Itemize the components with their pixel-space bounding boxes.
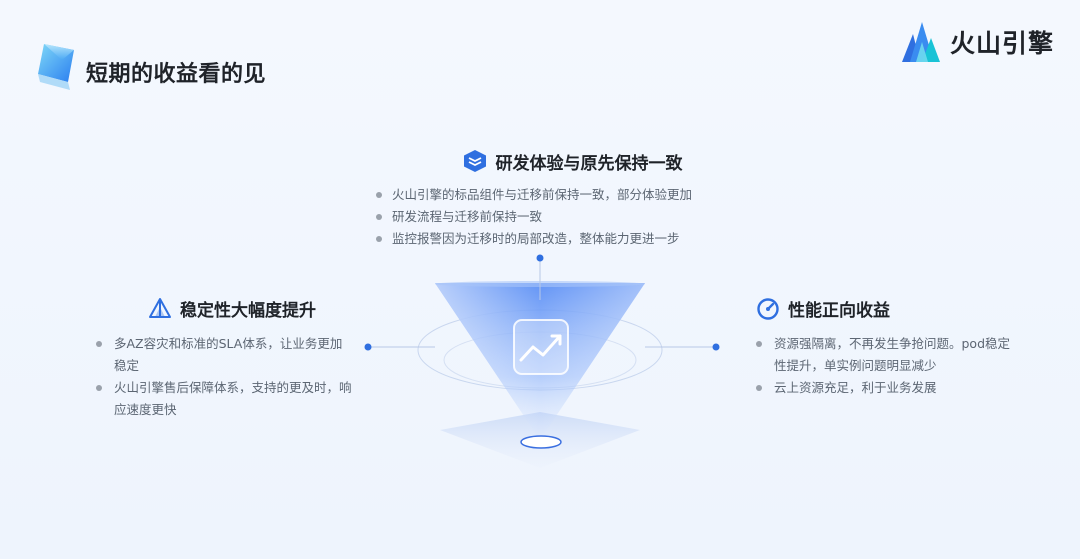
section-header: 稳定性大幅度提升 (112, 296, 352, 321)
crystal-icon (38, 44, 74, 90)
bullet-list: 火山引擎的标品组件与迁移前保持一致，部分体验更加 研发流程与迁移前保持一致 监控… (372, 184, 732, 250)
orbit-ring-outer (417, 309, 663, 391)
funnel-cone-shine (435, 283, 645, 440)
page-title: 短期的收益看的见 (86, 62, 267, 87)
list-item: 资源强隔离，不再发生争抢问题。pod稳定性提升，单实例问题明显减少 (752, 333, 1022, 377)
volcano-logo-icon (901, 22, 940, 62)
list-item: 监控报警因为迁移时的局部改造，整体能力更进一步 (372, 228, 732, 250)
funnel-base (440, 412, 640, 468)
speedometer-icon (757, 297, 779, 320)
pyramid-icon (149, 297, 171, 318)
section-performance: 性能正向收益 资源强隔离，不再发生争抢问题。pod稳定性提升，单实例问题明显减少… (752, 296, 1022, 399)
list-item: 多AZ容灾和标准的SLA体系，让业务更加稳定 (92, 333, 352, 377)
layers-icon (463, 150, 486, 172)
section-header: 研发体验与原先保持一致 (412, 148, 732, 174)
connector-dot-right (712, 343, 720, 351)
list-item: 研发流程与迁移前保持一致 (372, 206, 732, 228)
brand-logo: 火山引擎 (900, 18, 1054, 66)
bullet-list: 多AZ容灾和标准的SLA体系，让业务更加稳定 火山引擎售后保障体系，支持的更及时… (92, 333, 352, 421)
section-title: 研发体验与原先保持一致 (495, 153, 683, 174)
list-item: 火山引擎售后保障体系，支持的更及时，响应速度更快 (92, 377, 352, 421)
section-dev-experience: 研发体验与原先保持一致 火山引擎的标品组件与迁移前保持一致，部分体验更加 研发流… (372, 148, 732, 250)
brand-name: 火山引擎 (949, 29, 1054, 58)
bullet-list: 资源强隔离，不再发生争抢问题。pod稳定性提升，单实例问题明显减少 云上资源充足… (752, 333, 1022, 399)
section-header: 性能正向收益 (756, 296, 1022, 321)
list-item: 云上资源充足，利于业务发展 (752, 377, 1022, 399)
trend-chart-icon (513, 319, 569, 375)
orbit-ring-inner (443, 331, 637, 389)
funnel-bottom-ring (520, 435, 562, 449)
funnel-cone (435, 283, 645, 440)
section-stability: 稳定性大幅度提升 多AZ容灾和标准的SLA体系，让业务更加稳定 火山引擎售后保障… (92, 296, 352, 421)
list-item: 火山引擎的标品组件与迁移前保持一致，部分体验更加 (372, 184, 732, 206)
funnel-top-rim (435, 281, 645, 287)
section-title: 稳定性大幅度提升 (180, 301, 316, 321)
connector-dot-top (536, 254, 544, 262)
section-title: 性能正向收益 (788, 301, 890, 321)
connector-dot-left (364, 343, 372, 351)
